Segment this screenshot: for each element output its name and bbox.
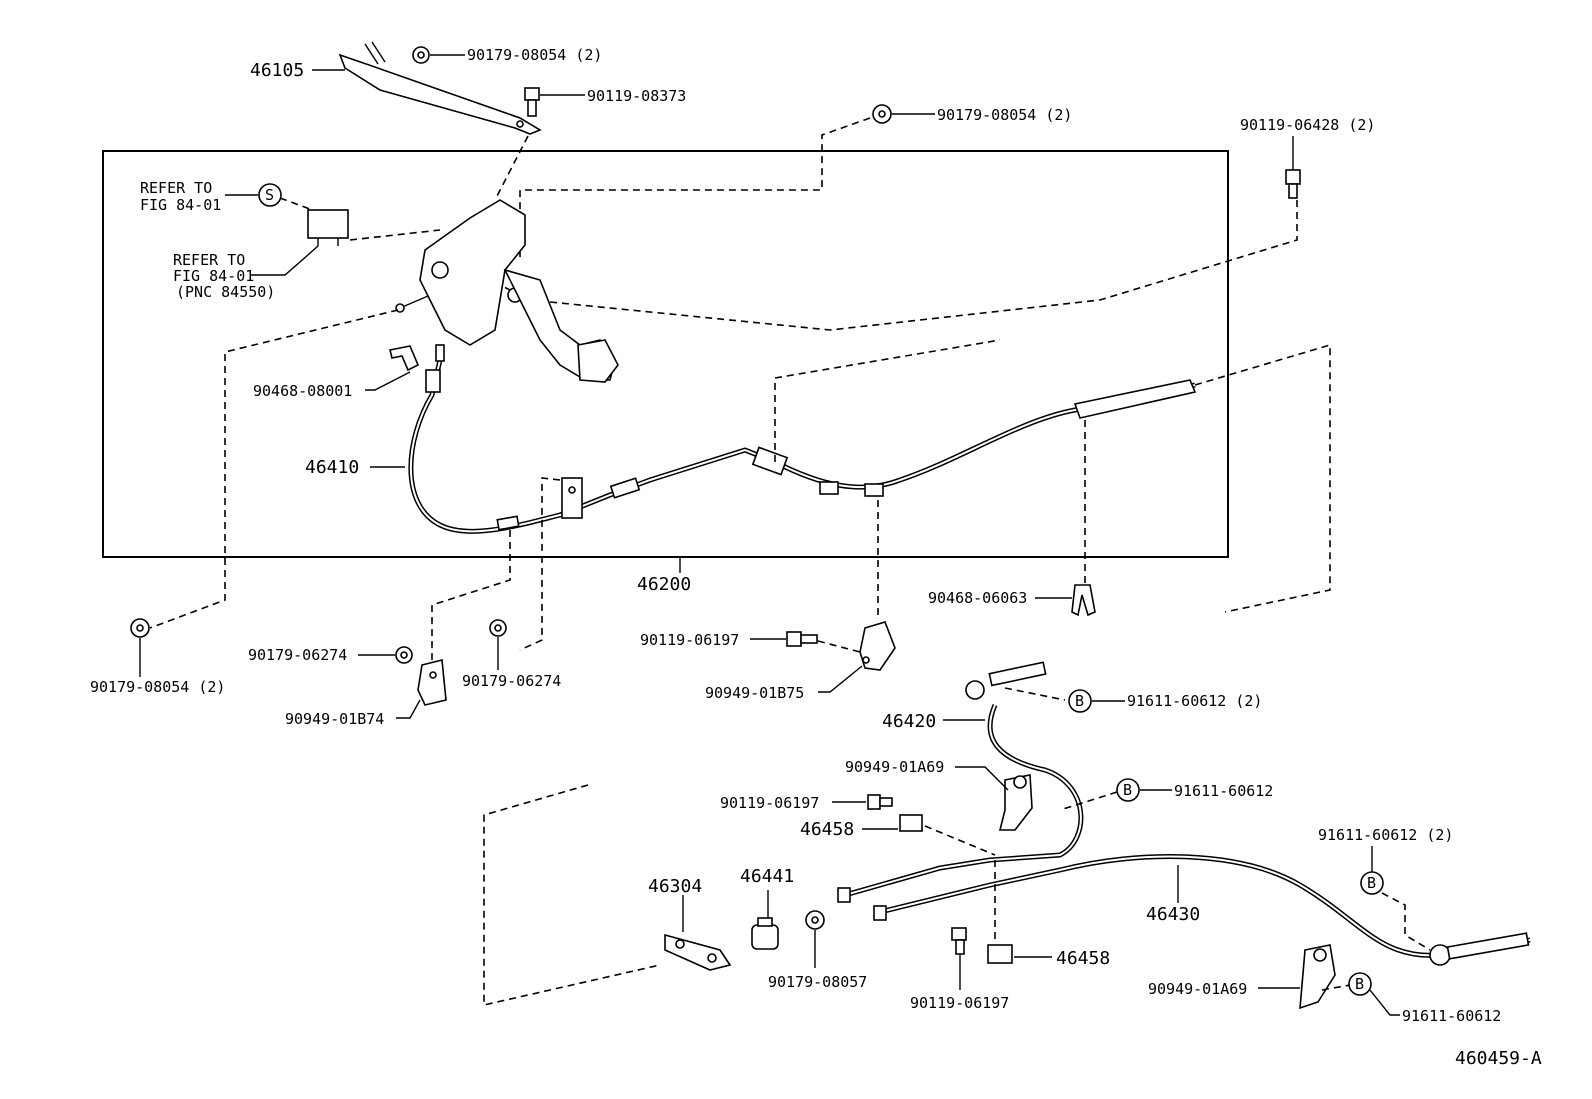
refer-to-s-line1: REFER TO bbox=[140, 179, 212, 197]
label-90468-08001: 90468-08001 bbox=[253, 382, 352, 400]
cable-46200 bbox=[751, 379, 1197, 497]
assembly-frame bbox=[102, 150, 1229, 558]
label-46420: 46420 bbox=[882, 711, 936, 732]
label-46410: 46410 bbox=[305, 457, 359, 478]
label-90119-06197-b: 90119-06197 bbox=[720, 794, 819, 812]
label-91611-60612-a: 91611-60612 (2) bbox=[1127, 692, 1262, 710]
label-90179-06274-a: 90179-06274 bbox=[248, 646, 347, 664]
label-46458-b: 46458 bbox=[1056, 948, 1110, 969]
label-46304: 46304 bbox=[648, 876, 702, 897]
nut-08057 bbox=[805, 910, 825, 930]
grommet-46441 bbox=[751, 917, 779, 950]
label-91611-60612-c: 91611-60612 (2) bbox=[1318, 826, 1453, 844]
bracket-01a69-a bbox=[998, 774, 1033, 831]
label-91611-60612-b: 91611-60612 bbox=[1174, 782, 1273, 800]
label-90179-08054-top: 90179-08054 (2) bbox=[467, 46, 602, 64]
label-90179-08054-bl: 90179-08054 (2) bbox=[90, 678, 225, 696]
nut-bottom-left bbox=[130, 618, 150, 638]
nut-top bbox=[412, 46, 430, 64]
refer-to-line3: (PNC 84550) bbox=[176, 283, 275, 301]
bolt-06428 bbox=[1285, 169, 1301, 199]
label-46458-a: 46458 bbox=[800, 819, 854, 840]
ref-b-marker-3: B bbox=[1360, 871, 1384, 895]
bolt-06197-c bbox=[951, 927, 967, 955]
cable-46410 bbox=[408, 344, 776, 534]
ref-b-marker-1: B bbox=[1068, 689, 1092, 713]
switch-component bbox=[307, 209, 349, 246]
label-90119-06197-c: 90119-06197 bbox=[910, 994, 1009, 1012]
label-90468-06063: 90468-06063 bbox=[928, 589, 1027, 607]
svg-text:S: S bbox=[265, 186, 274, 204]
svg-text:B: B bbox=[1355, 975, 1364, 993]
cable-46430 bbox=[873, 853, 1531, 966]
label-90179-08057: 90179-08057 bbox=[768, 973, 867, 991]
label-91611-60612-d: 91611-60612 bbox=[1402, 1007, 1501, 1025]
svg-text:B: B bbox=[1123, 781, 1132, 799]
label-46441: 46441 bbox=[740, 866, 794, 887]
label-90179-08054-mid: 90179-08054 (2) bbox=[937, 106, 1072, 124]
ref-s-marker: S bbox=[258, 183, 282, 207]
clip-08001 bbox=[389, 345, 420, 372]
svg-text:B: B bbox=[1075, 692, 1084, 710]
clamp-46458-a bbox=[899, 814, 923, 832]
bolt-08373 bbox=[524, 87, 540, 117]
label-46200: 46200 bbox=[637, 574, 691, 595]
clip-06063 bbox=[1071, 584, 1096, 617]
label-90949-01A69-a: 90949-01A69 bbox=[845, 758, 944, 776]
refer-to-line2: FIG 84-01 bbox=[173, 267, 254, 285]
cable-bracket bbox=[561, 477, 583, 519]
bracket-01b75 bbox=[859, 621, 896, 671]
label-90949-01A69-b: 90949-01A69 bbox=[1148, 980, 1247, 998]
label-90119-06197-a: 90119-06197 bbox=[640, 631, 739, 649]
label-90949-01B75: 90949-01B75 bbox=[705, 684, 804, 702]
bracket-01a69-b bbox=[1299, 944, 1336, 1010]
parking-brake-pedal bbox=[395, 199, 619, 383]
label-46430: 46430 bbox=[1146, 904, 1200, 925]
ref-b-marker-2: B bbox=[1116, 778, 1140, 802]
bolt-06197-a bbox=[786, 631, 818, 647]
nut-06274-b bbox=[489, 619, 507, 637]
clamp-46458-b bbox=[987, 944, 1013, 964]
svg-text:B: B bbox=[1367, 874, 1376, 892]
clamp-46304 bbox=[664, 933, 732, 971]
bracket-01b74 bbox=[417, 658, 447, 706]
ref-b-marker-4: B bbox=[1348, 972, 1372, 996]
refer-to-s-line2: FIG 84-01 bbox=[140, 196, 221, 214]
label-90949-01B74: 90949-01B74 bbox=[285, 710, 384, 728]
bracket-46105 bbox=[338, 41, 542, 135]
label-90119-08373: 90119-08373 bbox=[587, 87, 686, 105]
bolt-06197-b bbox=[867, 794, 893, 810]
refer-to-line1: REFER TO bbox=[173, 251, 245, 269]
cable-46420 bbox=[837, 661, 1084, 903]
figure-id: 460459-A bbox=[1455, 1048, 1542, 1069]
nut-mid bbox=[872, 104, 892, 124]
label-46105: 46105 bbox=[250, 60, 304, 81]
nut-06274-a bbox=[395, 646, 413, 664]
label-90179-06274-b: 90179-06274 bbox=[462, 672, 561, 690]
label-90119-06428: 90119-06428 (2) bbox=[1240, 116, 1375, 134]
